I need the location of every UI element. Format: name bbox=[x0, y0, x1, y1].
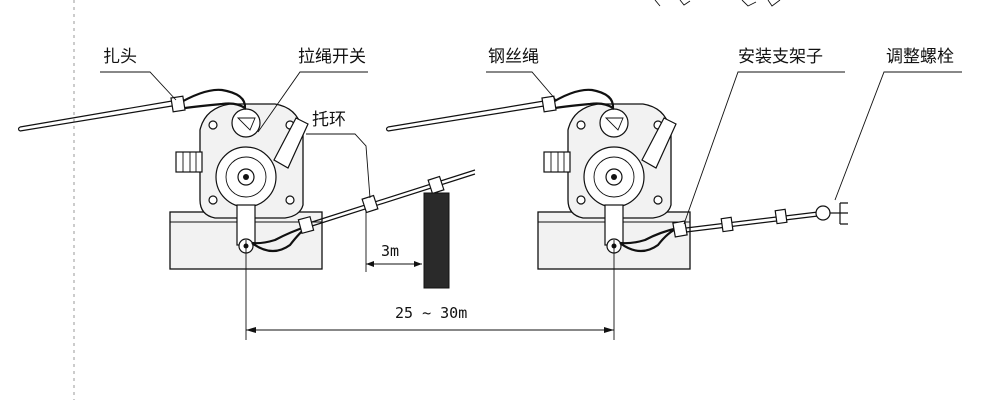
leader-wire-rope bbox=[486, 71, 557, 101]
leader-clamp-head bbox=[100, 71, 177, 101]
leader-adjust-bolt bbox=[834, 71, 962, 201]
leader-support-ring bbox=[306, 133, 371, 199]
right-clamp-head bbox=[541, 95, 557, 113]
top-clipped-heading-fragment bbox=[654, 0, 781, 7]
right-cable-gland bbox=[543, 151, 571, 173]
label-bracket: 安装支架子 bbox=[738, 47, 823, 67]
adjusting-bolt bbox=[815, 202, 848, 225]
label-pull-switch: 拉绳开关 bbox=[298, 47, 366, 67]
label-adjust-bolt: 调整螺栓 bbox=[886, 47, 954, 67]
support-post bbox=[423, 192, 450, 289]
right-side-wire-rope bbox=[685, 211, 819, 233]
right-lever bbox=[641, 117, 677, 169]
right-switch-assembly bbox=[385, 88, 691, 340]
leader-bracket bbox=[683, 71, 845, 225]
support-ring-2 bbox=[427, 175, 445, 195]
dimension-gap: 3m bbox=[365, 210, 422, 272]
right-top-wire-rope bbox=[387, 100, 545, 132]
label-clamp-head: 扎头 bbox=[103, 47, 137, 67]
left-cable-gland bbox=[175, 151, 203, 173]
left-bottom-clamp bbox=[297, 215, 315, 235]
left-clamp-head bbox=[170, 95, 186, 113]
dimension-span: 25 ~ 30m bbox=[246, 304, 614, 333]
label-wire-rope: 钢丝绳 bbox=[488, 47, 539, 67]
left-switch-assembly bbox=[17, 88, 323, 340]
right-bottom-clamp bbox=[672, 220, 688, 238]
main-wire-rope bbox=[311, 169, 476, 227]
support-ring-1 bbox=[361, 194, 379, 214]
left-top-rope-loop bbox=[175, 88, 247, 110]
leader-pull-switch bbox=[257, 71, 368, 133]
right-support-ring-2 bbox=[774, 208, 788, 225]
right-top-rope-loop bbox=[547, 88, 615, 110]
left-top-wire-rope bbox=[19, 100, 173, 132]
dimension-gap-label: 3m bbox=[381, 242, 399, 260]
left-lever bbox=[273, 117, 309, 169]
right-support-ring-1 bbox=[720, 216, 734, 233]
label-support-ring: 托环 bbox=[312, 110, 346, 130]
dimension-span-label: 25 ~ 30m bbox=[395, 304, 467, 322]
